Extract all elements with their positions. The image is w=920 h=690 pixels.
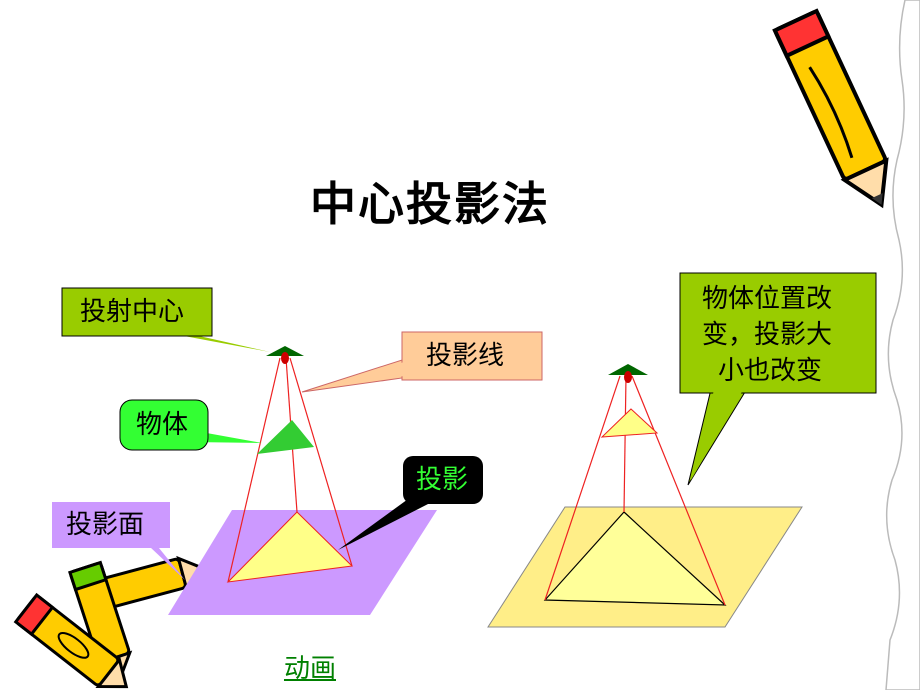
callout-note [679, 272, 877, 486]
animation-link[interactable]: 动画 [283, 654, 336, 684]
torn-edge-decoration [885, 0, 920, 690]
page-title: 中心投影法 [310, 177, 550, 231]
label-projection: 投影 [416, 465, 469, 495]
label-object: 物体 [136, 410, 189, 440]
projection-center-right [608, 364, 648, 383]
label-projection-plane: 投影面 [66, 510, 145, 540]
object-triangle-left [257, 420, 314, 454]
callout-projection-line [301, 331, 543, 393]
callout-projection-plane [52, 502, 185, 580]
projection-triangle-right [543, 511, 727, 606]
projection-center-left [266, 346, 304, 364]
note-line-2: 变，投影大 [702, 320, 833, 350]
callout-projection [338, 456, 483, 550]
note-line-1: 物体位置改 [702, 284, 833, 314]
note-line-3: 小也改变 [718, 356, 823, 386]
projection-triangle-left [226, 511, 354, 583]
label-projection-line: 投影线 [426, 341, 505, 371]
callout-projection-center [61, 287, 270, 352]
pencils-icon-bottom-left [13, 555, 205, 689]
label-projection-center: 投射中心 [80, 297, 185, 327]
object-triangle-right [600, 408, 659, 438]
projection-lines-right [544, 375, 726, 606]
pencil-icon-top-right [772, 8, 889, 209]
callout-object [119, 399, 262, 451]
